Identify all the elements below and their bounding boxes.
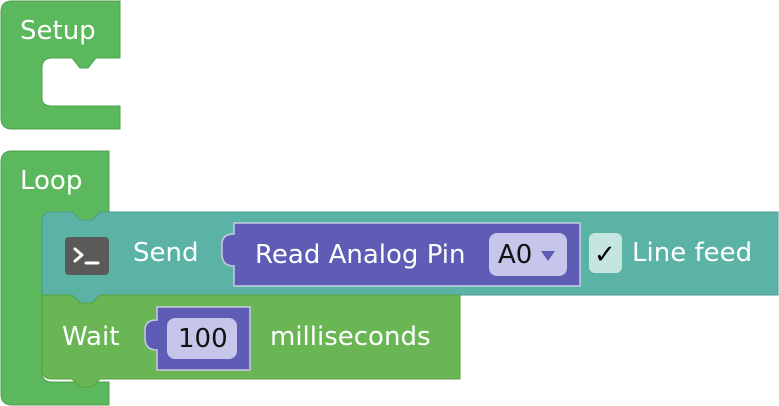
wait-number-field[interactable] bbox=[167, 318, 237, 359]
checkmark-icon: ✓ bbox=[594, 240, 616, 270]
wait-label: Wait bbox=[62, 322, 120, 352]
milliseconds-label: milliseconds bbox=[270, 322, 431, 352]
terminal-icon bbox=[65, 237, 109, 275]
read-analog-pin-label: Read Analog Pin bbox=[255, 240, 466, 270]
wait-number-value: 100 bbox=[178, 324, 228, 354]
pin-dropdown[interactable] bbox=[489, 233, 567, 276]
setup-label: Setup bbox=[20, 16, 96, 46]
loop-label: Loop bbox=[20, 166, 83, 196]
pin-dropdown-value: A0 bbox=[498, 240, 533, 270]
triangle-down-icon bbox=[541, 251, 555, 261]
send-label: Send bbox=[133, 238, 199, 268]
line-feed-label: Line feed bbox=[632, 238, 753, 268]
setup-block[interactable] bbox=[0, 0, 121, 130]
wait-block[interactable] bbox=[41, 294, 461, 388]
line-feed-checkbox[interactable] bbox=[589, 233, 622, 273]
